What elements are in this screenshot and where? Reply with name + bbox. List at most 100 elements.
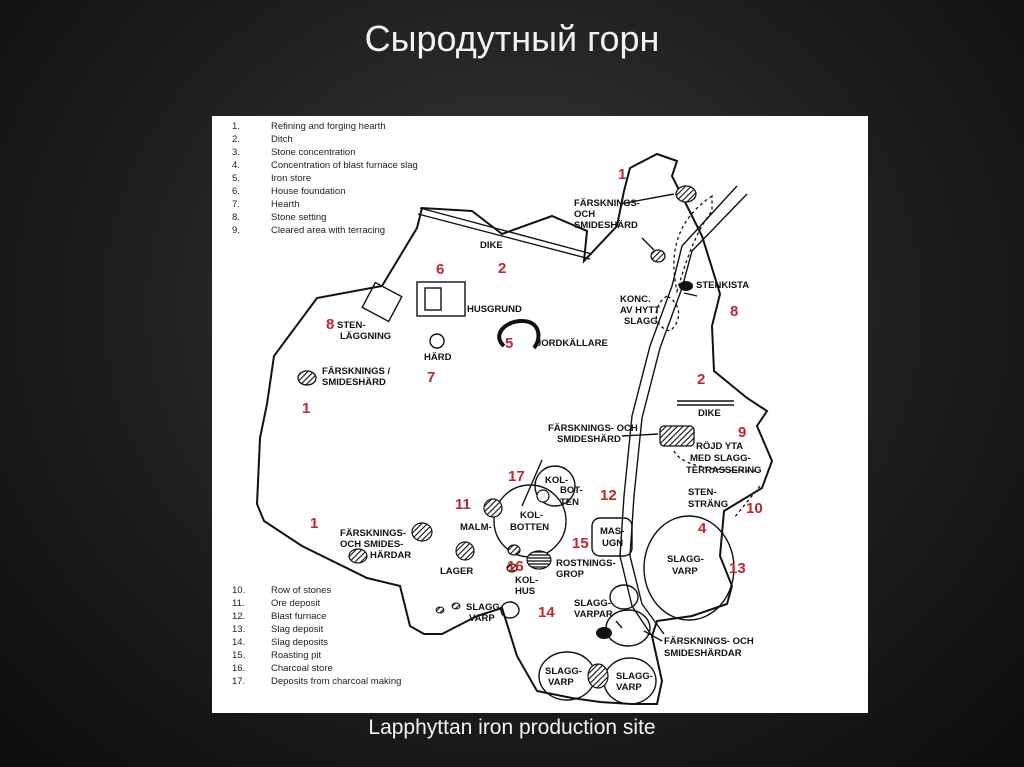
- key-number: 15: [572, 535, 589, 552]
- map-label: HUSGRUND: [467, 304, 522, 315]
- slag-deposits: [609, 584, 639, 610]
- legend-num: 11.: [232, 598, 245, 609]
- map-label: SLAGG-: [667, 554, 704, 565]
- map-label: JORDKÄLLARE: [536, 338, 608, 349]
- legend-text: Ore deposit: [271, 598, 320, 609]
- key-number: 5: [505, 335, 513, 352]
- map-label: STENKISTA: [696, 280, 749, 291]
- hearth-mark: [659, 425, 695, 447]
- cleared-area: [673, 450, 758, 472]
- map-label: SLAGG-: [466, 602, 503, 613]
- legend-text: Roasting pit: [271, 650, 322, 661]
- stone-setting: [361, 281, 403, 323]
- ore-deposit: [506, 563, 518, 573]
- legend-num: 5.: [232, 173, 240, 184]
- legend-num: 3.: [232, 147, 240, 158]
- blast-furnace: [591, 517, 633, 557]
- key-number: 8: [730, 303, 738, 320]
- arrow: [521, 459, 543, 507]
- map-label: RÖJD YTA: [696, 441, 743, 452]
- iron-store: [497, 318, 541, 350]
- key-number: 9: [738, 424, 746, 441]
- hearth-mark: [348, 548, 368, 564]
- arrow: [621, 433, 659, 437]
- map-label: KOL-: [520, 510, 543, 521]
- arrow: [615, 620, 623, 629]
- map-label: SLAGG-: [545, 666, 582, 677]
- hearth-7: [429, 333, 445, 349]
- legend-num: 13.: [232, 624, 245, 635]
- map-label: DIKE: [480, 240, 503, 251]
- site-boundary: [255, 152, 774, 705]
- map-label: OCH: [574, 209, 595, 220]
- map-label: SLAGG: [624, 316, 658, 327]
- map-label: FÄRSKNINGS- OCH: [664, 636, 754, 647]
- map-label: SLAGG-: [616, 671, 653, 682]
- arrow: [619, 193, 675, 205]
- map-label: TERRASSERING: [686, 465, 761, 476]
- key-number: 7: [427, 369, 435, 386]
- legend-num: 15.: [232, 650, 245, 661]
- ore-deposit: [507, 544, 521, 556]
- legend-text: Concentration of blast furnace slag: [271, 160, 418, 171]
- arrow: [641, 237, 655, 251]
- key-number: 10: [746, 500, 763, 517]
- legend-num: 6.: [232, 186, 240, 197]
- hearth-mark: [679, 281, 693, 291]
- charcoal-store: [526, 550, 552, 570]
- ore-deposit: [435, 606, 445, 614]
- map-label: KOL-: [545, 475, 568, 486]
- legend-num: 2.: [232, 134, 240, 145]
- legend-num: 12.: [232, 611, 245, 622]
- ore-deposit: [483, 498, 503, 518]
- legend-text: Stone setting: [271, 212, 326, 223]
- key-number: 1: [310, 515, 318, 532]
- map-label: VARPAR: [574, 609, 613, 620]
- key-number: 6: [436, 261, 444, 278]
- legend-text: House foundation: [271, 186, 345, 197]
- house-foundation: [416, 281, 466, 317]
- legend-bottom: 10.Row of stones 11.Ore deposit 12.Blast…: [232, 585, 401, 687]
- map-label: SMIDESHÄRD: [574, 220, 638, 231]
- charcoal-deposit-big: [493, 484, 567, 558]
- ore-deposit: [455, 541, 475, 561]
- map-label: MED SLAGG-: [690, 453, 751, 464]
- map-label: STEN-: [337, 320, 366, 331]
- hearth-mark: [650, 249, 666, 263]
- charcoal-deposit-small: [534, 465, 576, 507]
- legend-text: Row of stones: [271, 585, 331, 596]
- map-label: FÄRSKNINGS-: [574, 198, 640, 209]
- legend-num: 7.: [232, 199, 240, 210]
- arrow: [683, 292, 698, 297]
- key-numbers: 1 2 6 8 5 7 1 8 2 9 17 11 12 1 4 10 15 1…: [302, 166, 763, 621]
- map-label: UGN: [602, 538, 623, 549]
- site-map: 1.Refining and forging hearth 2.Ditch 3.…: [212, 116, 868, 713]
- legend-num: 16.: [232, 663, 245, 674]
- stream: [629, 193, 748, 635]
- key-number: 4: [698, 520, 707, 537]
- hearth-mark: [297, 370, 317, 386]
- slide-title: Сыродутный горн: [364, 18, 660, 59]
- stone-concentration: [673, 194, 713, 294]
- slag-concentration: [655, 295, 680, 332]
- key-number: 11: [455, 496, 471, 513]
- map-label: MALM-: [460, 522, 492, 533]
- map-label: SMIDESHÄRD: [322, 377, 386, 388]
- stream: [619, 185, 738, 637]
- hearth-mark: [587, 663, 609, 689]
- map-label: VARP: [469, 613, 495, 624]
- hearth-mark: [675, 185, 697, 203]
- arrow: [643, 630, 663, 642]
- map-label: SMIDESHÄRD: [557, 434, 621, 445]
- map-label: STRÄNG: [688, 499, 728, 510]
- map-label: HÄRD: [424, 352, 452, 363]
- legend-num: 10.: [232, 585, 245, 596]
- legend-text: Slag deposits: [271, 637, 328, 648]
- map-label: FÄRSKNINGS /: [322, 366, 390, 377]
- key-number: 14: [538, 604, 555, 621]
- key-number: 13: [729, 560, 746, 577]
- map-label: SMIDESHÄRDAR: [664, 648, 742, 659]
- map-label: STEN-: [688, 487, 717, 498]
- map-label: LÄGGNING: [340, 331, 391, 342]
- map-label: ROSTNINGS-: [556, 558, 616, 569]
